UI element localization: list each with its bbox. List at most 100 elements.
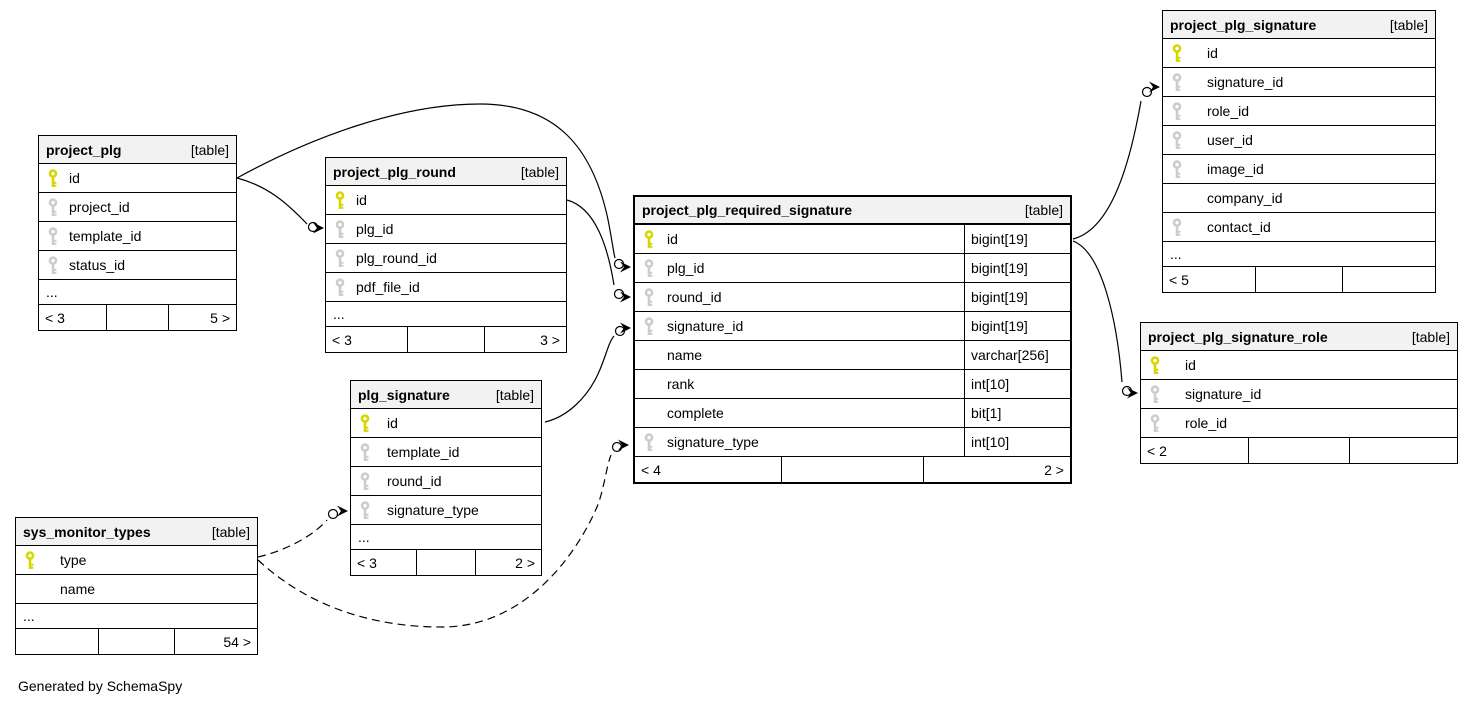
table-header[interactable]: project_plg_signature [table] (1163, 11, 1435, 39)
table-name: project_plg_signature (1170, 16, 1317, 33)
column-name: id (667, 231, 678, 247)
column-name: complete (667, 405, 724, 421)
table-header[interactable]: project_plg_round[table] (326, 158, 566, 186)
generated-by-note: Generated by SchemaSpy (18, 678, 183, 694)
dashed-connector-line (257, 454, 612, 628)
relationship-project_plg.id-to-project_plg_round.plg_id (236, 177, 324, 234)
foreign-key-icon (335, 277, 345, 296)
table-tag: [table] (1389, 16, 1428, 33)
footer-prev[interactable]: < 4 (641, 461, 661, 478)
column-row-signature_type: signature_type (351, 496, 541, 525)
key-cell (351, 442, 387, 462)
footer-prev[interactable]: < 3 (45, 309, 65, 326)
key-cell (1163, 217, 1207, 237)
column-row-signature_type: signature_type int[10] (635, 428, 1070, 457)
footer-mid[interactable] (1255, 267, 1342, 292)
footer-prev[interactable] (16, 629, 98, 654)
arrowhead-icon (337, 505, 348, 517)
footer-mid[interactable] (407, 327, 483, 352)
footer-next[interactable]: 2 > (922, 457, 1070, 482)
footer-mid[interactable] (106, 305, 168, 330)
key-cell (39, 255, 69, 275)
key-cell (351, 500, 387, 520)
footer-next[interactable]: 5 > (168, 305, 236, 330)
column-type: bigint[19] (964, 312, 1070, 340)
footer-mid[interactable] (97, 629, 175, 654)
foreign-key-icon (644, 258, 654, 277)
table-footer: < 5 (1163, 267, 1435, 292)
column-name: round_id (667, 289, 722, 305)
relationship-plg_signature.id-to-project_plg_required_signature.signature_id (544, 322, 631, 423)
column-row-template_id: template_id (39, 222, 236, 251)
column-name: template_id (69, 228, 142, 244)
table-tag: [table] (520, 163, 559, 180)
column-name: signature_type (387, 502, 479, 518)
footer-prev[interactable]: < 5 (1169, 271, 1189, 288)
foreign-key-icon (48, 226, 58, 245)
footer-mid[interactable] (1247, 438, 1350, 463)
column-row-id: id (1141, 351, 1457, 380)
table-header[interactable]: project_plg_required_signature[table] (635, 197, 1070, 225)
column-name: type (60, 552, 87, 568)
primary-key-icon (48, 168, 58, 187)
column-row-pdf_file_id: pdf_file_id (326, 273, 566, 302)
column-type: int[10] (964, 428, 1070, 456)
column-row-status_id: status_id (39, 251, 236, 280)
key-cell (326, 190, 356, 210)
table-header[interactable]: sys_monitor_types[table] (16, 518, 257, 546)
table-footer: < 3 2 > (351, 550, 541, 575)
footer-next[interactable] (1349, 438, 1457, 463)
table-tag: [table] (190, 141, 229, 158)
dashed-connector-line (257, 519, 328, 558)
footer-next[interactable]: 2 > (475, 550, 541, 575)
ellipsis-text: ... (358, 529, 370, 545)
table-tag: [table] (1411, 328, 1450, 345)
column-name: pdf_file_id (356, 279, 420, 295)
relationship-project_plg_round.id-to-project_plg_required_signature.round_id (566, 199, 631, 303)
footer-prev[interactable]: < 3 (332, 331, 352, 348)
column-name: company_id (1207, 190, 1283, 206)
column-name: rank (667, 376, 695, 392)
column-name: signature_type (667, 434, 759, 450)
arrowhead-icon (1127, 387, 1138, 399)
table-header[interactable]: project_plg_signature_role[table] (1141, 323, 1457, 351)
table-footer: < 3 5 > (39, 305, 236, 330)
zero-or-one-circle (327, 508, 339, 520)
table-header[interactable]: plg_signature[table] (351, 381, 541, 409)
footer-prev[interactable]: < 2 (1147, 442, 1167, 459)
footer-next[interactable]: 54 > (174, 629, 257, 654)
arrowhead-icon (1149, 81, 1160, 93)
column-name: id (387, 415, 398, 431)
primary-key-icon (644, 229, 654, 248)
footer-mid[interactable] (781, 457, 922, 482)
column-row-role_id: role_id (1163, 97, 1435, 126)
column-row-rank: rank int[10] (635, 370, 1070, 399)
table-header[interactable]: project_plg[table] (39, 136, 236, 164)
footer-mid[interactable] (415, 550, 476, 575)
foreign-key-icon (48, 255, 58, 274)
table-tag: [table] (211, 523, 250, 540)
column-type: int[10] (964, 370, 1070, 398)
footer-next[interactable] (1342, 267, 1435, 292)
footer-next[interactable]: 3 > (483, 327, 566, 352)
column-row-role_id: role_id (1141, 409, 1457, 438)
column-name: id (1185, 357, 1196, 373)
key-cell (635, 258, 667, 278)
footer-prev[interactable]: < 3 (357, 554, 377, 571)
solid-connector-line (544, 335, 615, 423)
foreign-key-icon (644, 316, 654, 335)
key-cell (326, 277, 356, 297)
foreign-key-icon (1172, 72, 1182, 91)
table-node-project_plg_required_signature[interactable]: project_plg_required_signature[table]id b… (633, 195, 1072, 484)
column-row-user_id: user_id (1163, 126, 1435, 155)
foreign-key-icon (360, 500, 370, 519)
